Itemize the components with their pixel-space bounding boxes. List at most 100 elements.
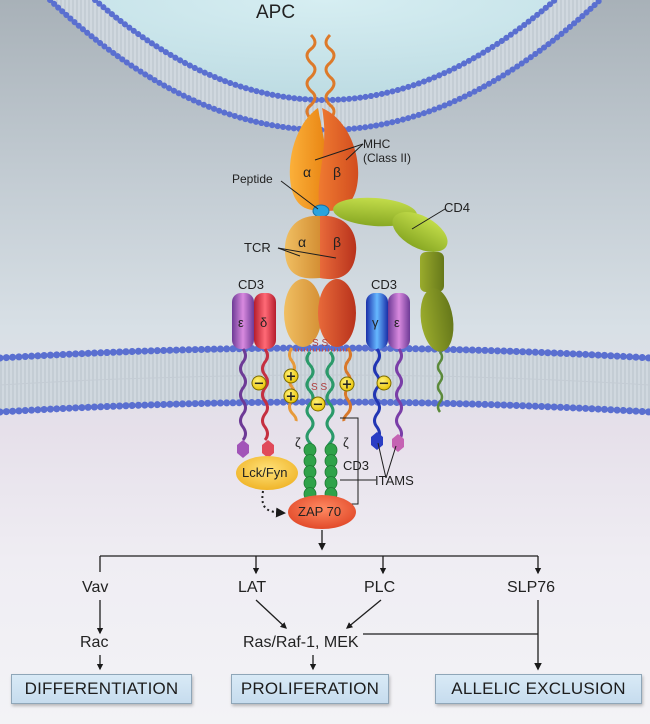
helix-tcr-alpha	[288, 347, 298, 422]
lat-to-ras-arrow	[255, 599, 287, 629]
itams-leader-gamma	[377, 442, 387, 479]
cd3-epsilon-left	[232, 293, 254, 349]
zeta-right-label: ζ	[343, 435, 349, 450]
cd4-transmembrane-helix	[436, 351, 444, 413]
cd3-epsilon-right-label: ε	[394, 315, 400, 330]
charge-symbol: −	[254, 377, 265, 392]
tcr-alpha-leader	[277, 247, 301, 257]
plc-to-ras-arrow	[345, 599, 382, 629]
charge-symbol: −	[313, 398, 324, 413]
cd3-epsilon-right	[388, 293, 410, 349]
tcr-beta-leader	[277, 247, 337, 259]
cd3-itam-tails	[237, 432, 404, 458]
pathway-node-ras-raf-mek: Ras/Raf-1, MEK	[243, 634, 359, 651]
cd3-delta	[254, 293, 276, 349]
helix-cd3-epsilon-right	[395, 348, 403, 441]
zeta-left-label: ζ	[295, 435, 301, 450]
mhc-alpha-chain	[289, 108, 326, 211]
mhc-alpha-label: α	[303, 164, 311, 180]
cd3-gamma-label: γ	[372, 315, 379, 330]
cd4-leader	[411, 208, 446, 230]
tcr-beta-label: β	[333, 234, 341, 250]
positive-charge-icon	[283, 368, 299, 384]
pathway-arrows	[96, 530, 542, 671]
positive-charge-icon	[339, 376, 355, 392]
cd4-domain-2	[392, 212, 448, 252]
tcell-membrane	[0, 344, 650, 416]
pathway-node-rac: Rac	[80, 634, 109, 651]
cd3-cytoplasmic-label: CD3	[343, 458, 370, 473]
negative-charge-icon	[310, 396, 326, 412]
charge-symbol: +	[342, 378, 353, 393]
cd4-coreceptor	[333, 197, 454, 413]
outcome-proliferation: PROLIFERATION	[231, 674, 389, 704]
cd3-left-label: CD3	[238, 277, 265, 292]
cd3-delta-label: δ	[260, 315, 267, 330]
mhc-beta-chain	[318, 108, 359, 211]
zeta-itam-beads	[303, 443, 338, 501]
itams-label: ITAMS	[375, 473, 414, 488]
cd4-domain-4	[420, 288, 454, 352]
tcr-alpha-variable	[284, 215, 320, 279]
tcr-beta-constant	[318, 279, 356, 347]
helix-cd3-delta	[261, 348, 269, 441]
pathway-node-vav: Vav	[82, 579, 109, 596]
pathway-node-plc: PLC	[364, 579, 396, 596]
helix-zeta-right	[325, 351, 335, 458]
mhc-beta-leader	[345, 143, 364, 161]
cd4-label: CD4	[444, 200, 471, 215]
mhc-alpha-leader	[314, 143, 364, 161]
transmembrane-charges: − + + − + −	[251, 368, 392, 413]
charge-symbol: +	[286, 370, 297, 385]
lck-to-zap70-arrow	[261, 490, 286, 518]
cd3-gamma	[366, 293, 388, 349]
tcr-alpha-label: α	[298, 234, 306, 250]
mhc-class-ii: α β	[289, 108, 359, 211]
mhc-label: MHC	[363, 137, 391, 151]
tcr-disulfide-bond: S S	[312, 338, 328, 349]
zap70-kinase	[288, 495, 356, 529]
tcr-label: TCR	[244, 240, 271, 255]
cd3-epsilon-left-label: ε	[238, 315, 244, 330]
helix-cd3-gamma	[373, 348, 381, 441]
peptide-leader	[280, 180, 319, 210]
itam-cd3-epsilon-right	[392, 434, 404, 452]
negative-charge-icon	[251, 375, 267, 391]
positive-charge-icon	[283, 388, 299, 404]
mhc-beta-label: β	[333, 164, 341, 180]
lck-fyn-kinase	[236, 456, 298, 490]
zeta-chains: ζ ζ	[295, 435, 349, 450]
pathway-node-slp76: SLP76	[507, 579, 556, 596]
tcr-beta-variable	[320, 215, 357, 280]
cd3-epsilon-delta: ε δ	[232, 293, 276, 349]
zap70-label: ZAP 70	[298, 504, 342, 519]
cd3-gamma-epsilon: γ ε	[366, 293, 410, 349]
helix-zeta-left	[305, 351, 315, 458]
pathway-node-lat: LAT	[238, 579, 267, 596]
outcome-differentiation: DIFFERENTIATION	[11, 674, 192, 704]
leader-lines	[277, 143, 446, 505]
itam-cd3-delta	[262, 440, 274, 458]
mhc-transmembrane-helices	[305, 33, 336, 121]
tcell-membrane-outer-heads	[0, 344, 650, 362]
membrane-midline	[0, 374, 650, 386]
tcell-membrane-tails	[0, 348, 650, 412]
itam-cd3-gamma	[371, 432, 383, 450]
helix-cd3-epsilon-left	[239, 348, 247, 441]
itams-leader-epsilon	[385, 445, 397, 479]
cd4-domain-3	[420, 252, 444, 292]
outcome-allelic-exclusion: ALLELIC EXCLUSION	[435, 674, 642, 704]
negative-charge-icon	[376, 375, 392, 391]
zeta-disulfide-bond: S S	[311, 382, 327, 393]
charge-symbol: +	[286, 390, 297, 405]
tcr-heterodimer: α β S S	[284, 215, 357, 352]
lck-fyn-label: Lck/Fyn	[242, 465, 288, 480]
itam-cd3-epsilon-left	[237, 440, 249, 458]
mhc-class-label: (Class II)	[363, 151, 411, 165]
tcr-alpha-constant	[284, 279, 322, 347]
peptide-label: Peptide	[232, 172, 273, 186]
charge-symbol: −	[379, 377, 390, 392]
apc-label: APC	[256, 2, 295, 23]
cd3-right-label: CD3	[371, 277, 398, 292]
